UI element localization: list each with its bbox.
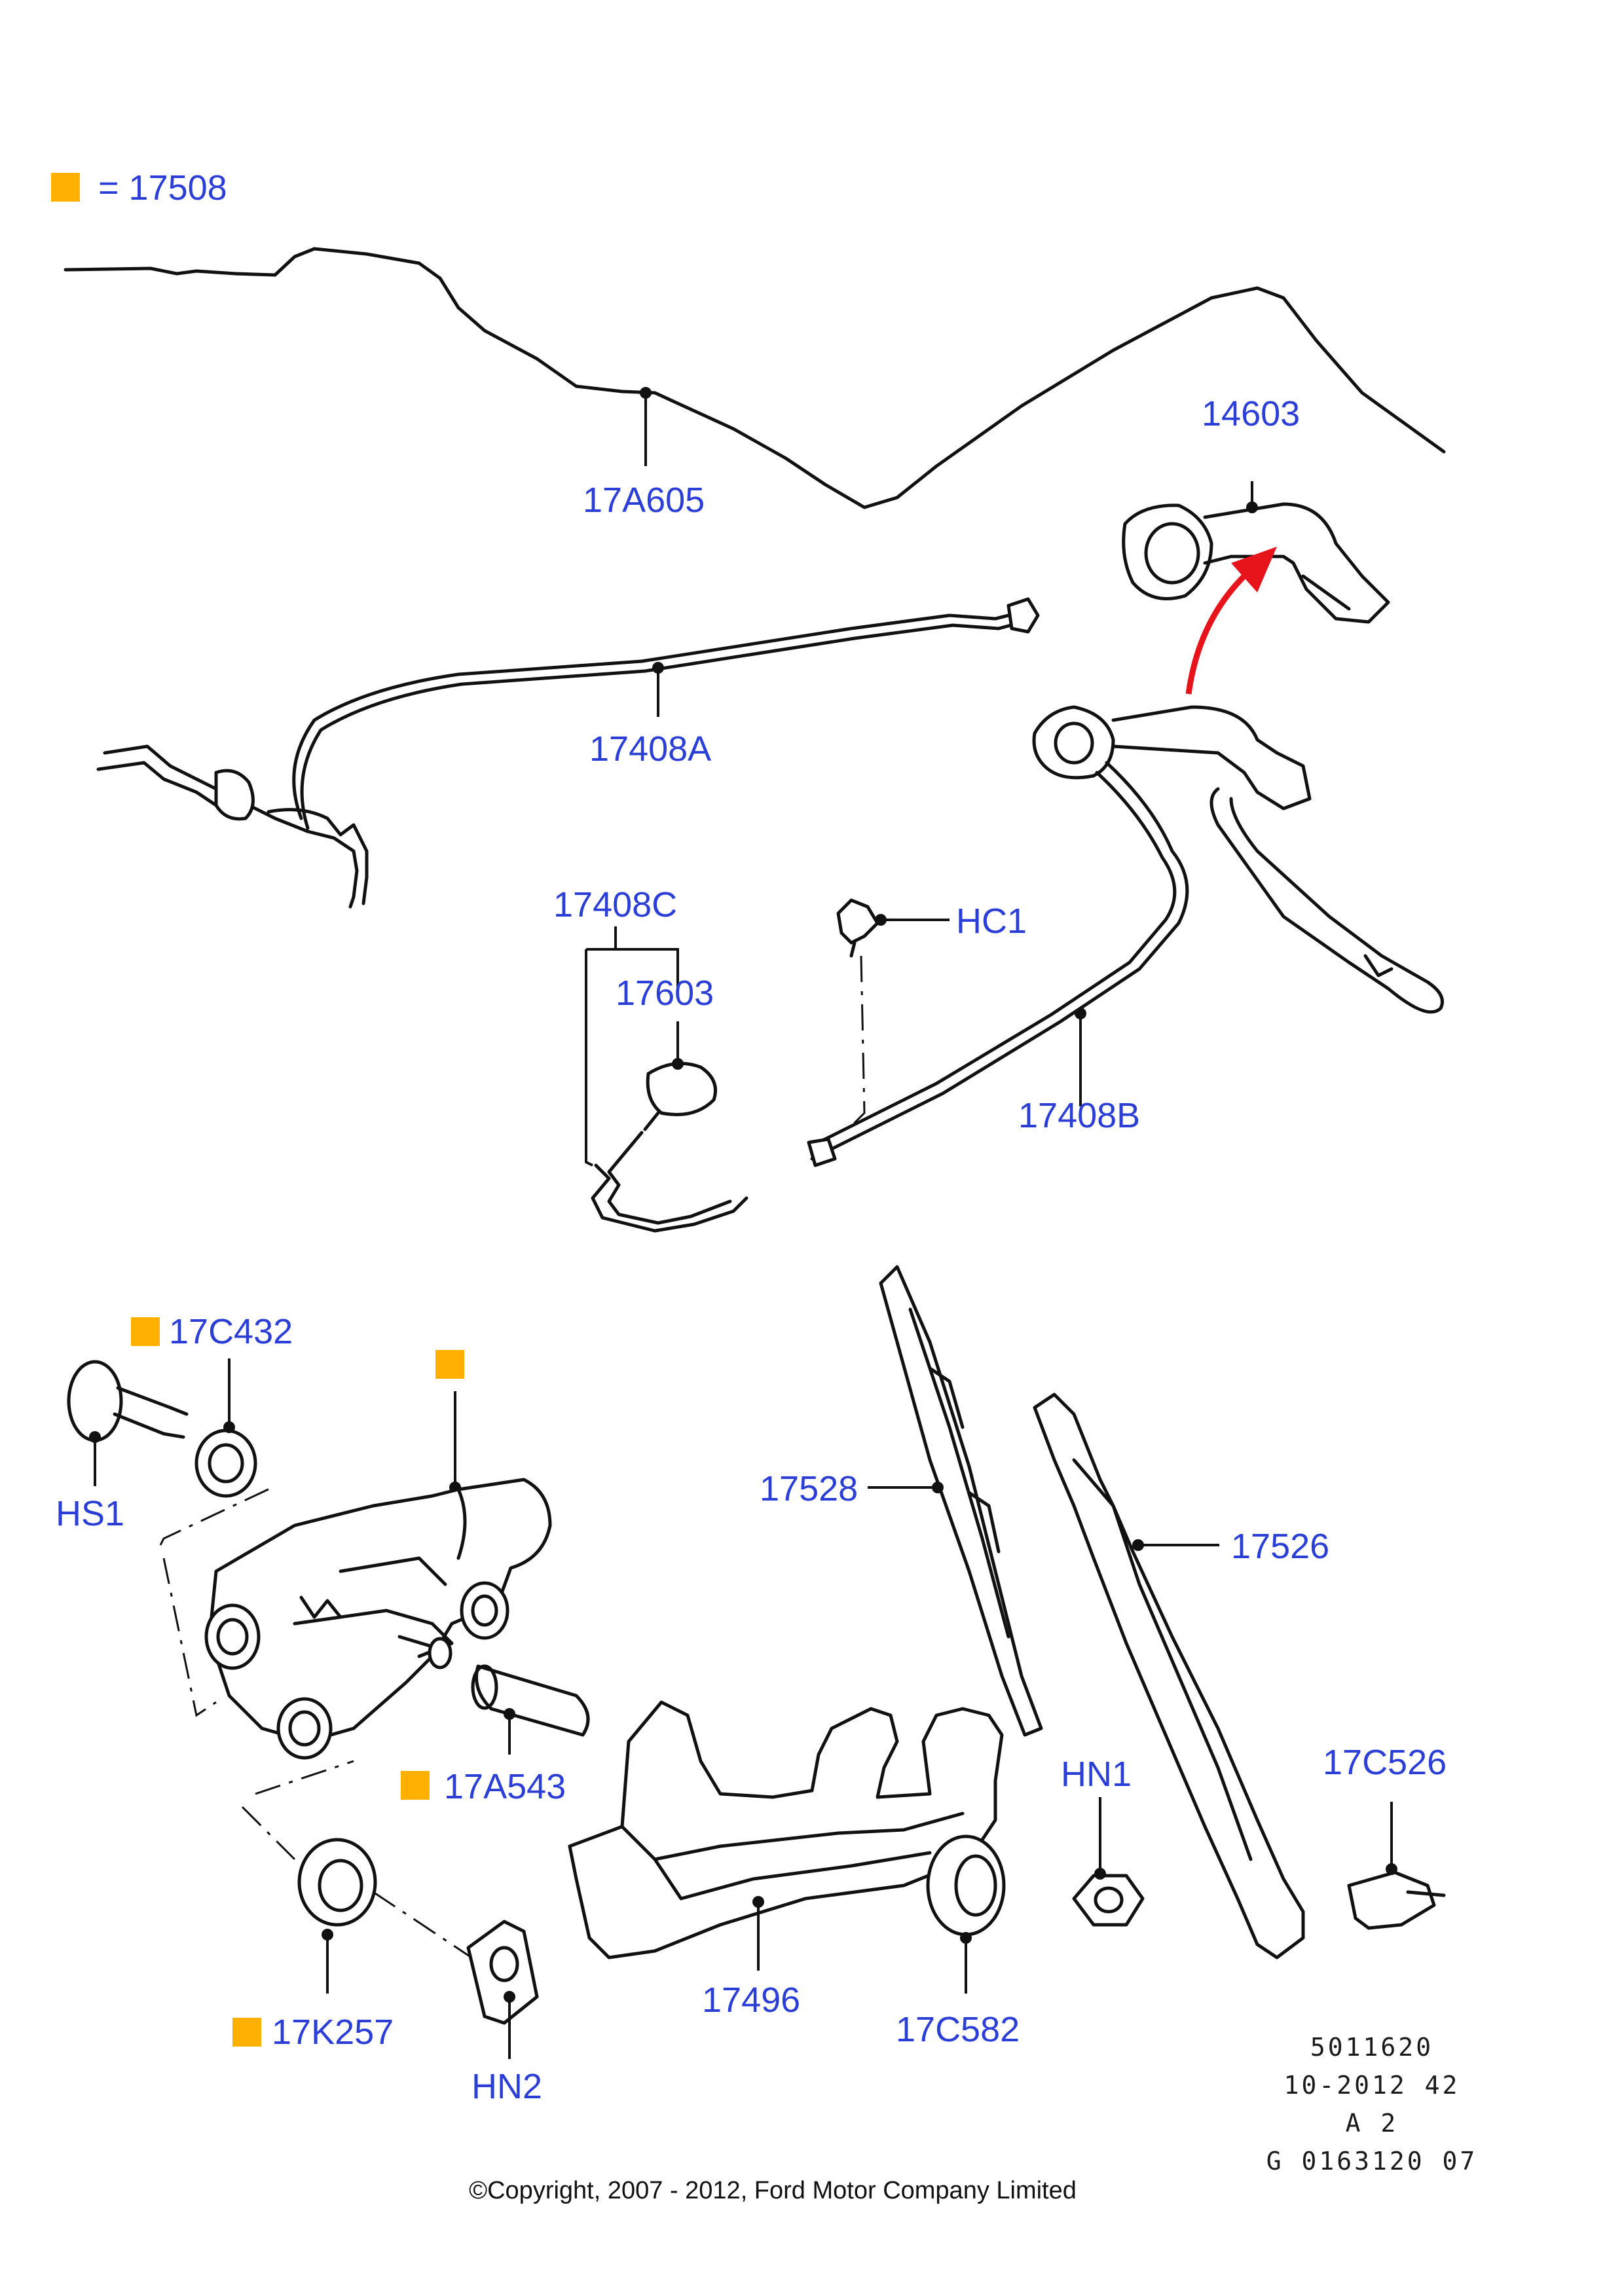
part-14603-tube: 14603 (1122, 394, 1390, 624)
part-17A605-hose: 17A605 (64, 247, 1446, 520)
label-HC1: HC1 (956, 902, 1027, 941)
label-14603: 14603 (1202, 394, 1300, 433)
part-17408C-hose: 17408C (553, 885, 748, 1233)
legend: = 17508 (51, 168, 227, 208)
part-17603-nozzle: 17603 (616, 974, 717, 1131)
part-17K257-grommet: 17K257 (232, 1838, 472, 2052)
label-17603: 17603 (616, 974, 714, 1013)
legend-marker (51, 173, 80, 202)
label-17C432: 17C432 (169, 1312, 293, 1351)
copyright-notice: ©Copyright, 2007 - 2012, Ford Motor Comp… (469, 2177, 1077, 2204)
part-HN2-bracket: HN2 (466, 1920, 542, 2106)
label-17408C: 17408C (553, 885, 677, 924)
part-17528-wiper-blade: 17528 (760, 1265, 1043, 1737)
part-17C432-grommet: 17C432 (131, 1312, 293, 1498)
part-17C526-cap: 17C526 (1323, 1743, 1447, 1930)
part-17408A-hose: 17408A (96, 597, 1040, 909)
part-HN1-nut: HN1 (1061, 1755, 1145, 1927)
part-17A543-sleeve: 17A543 (401, 1664, 590, 1806)
label-17496: 17496 (702, 1980, 800, 2020)
label-17A543: 17A543 (444, 1767, 566, 1806)
part-17C582-grommet: 17C582 (896, 1834, 1020, 2049)
part-17496-cover: 17496 (568, 1700, 1004, 2020)
stamp-line-4: G 0163120 07 (1266, 2147, 1478, 2176)
stamp-line-2: 10-2012 42 (1284, 2071, 1460, 2100)
label-HS1: HS1 (56, 1494, 124, 1533)
label-HN1: HN1 (1061, 1755, 1132, 1794)
stamp-line-1: 5011620 (1310, 2033, 1433, 2062)
label-17C582: 17C582 (896, 2010, 1020, 2049)
label-17528: 17528 (760, 1469, 858, 1508)
part-17408B-hose-assembly: 17408B (807, 705, 1444, 1167)
part-HS1-shaft: HS1 (56, 1360, 189, 1533)
marker-motor (435, 1350, 464, 1379)
marker-17A543 (401, 1771, 430, 1800)
drawing-stamp: 5011620 10-2012 42 A 2 G 0163120 07 (1266, 2033, 1478, 2176)
arrow-assembly-to-14603 (1185, 547, 1277, 695)
label-17K257: 17K257 (272, 2013, 394, 2052)
label-17A605: 17A605 (583, 481, 705, 520)
label-17C526: 17C526 (1323, 1743, 1447, 1782)
marker-17K257 (232, 2018, 261, 2047)
legend-text: = 17508 (98, 168, 227, 208)
part-HC1-clip: HC1 (836, 898, 1027, 1127)
label-17408A: 17408A (589, 729, 711, 769)
label-17408B: 17408B (1018, 1096, 1140, 1135)
label-17526: 17526 (1231, 1527, 1329, 1566)
label-HN2: HN2 (471, 2067, 542, 2106)
part-17526-wiper-arm: 17526 (1033, 1393, 1329, 1959)
stamp-line-3: A 2 (1346, 2109, 1399, 2138)
part-wiper-motor (159, 1350, 552, 1861)
marker-17C432 (131, 1317, 160, 1346)
